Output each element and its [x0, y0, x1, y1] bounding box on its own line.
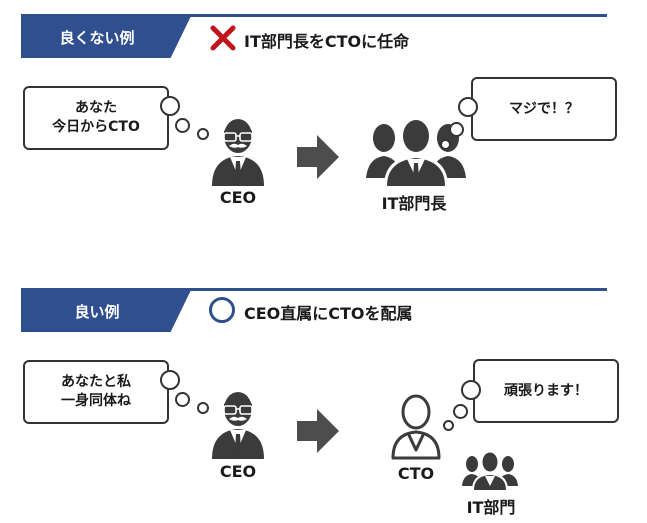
cross-icon	[210, 25, 236, 51]
thought-dot	[197, 128, 209, 140]
bubble-line: あなた	[75, 100, 117, 117]
circle-icon	[209, 297, 235, 323]
it-department-label: IT部門	[466, 498, 516, 517]
bubble-line: 頑張ります！	[504, 382, 588, 399]
good-reply-speech-bubble: 頑張ります！	[473, 359, 619, 423]
bad-section-rule	[21, 14, 607, 17]
thought-dot	[175, 392, 190, 407]
thought-dot	[440, 139, 451, 150]
ceo-figure-icon	[212, 119, 264, 186]
thought-dot	[461, 380, 481, 400]
cto-label: CTO	[397, 464, 435, 483]
thought-dot	[160, 96, 180, 116]
cto-figure-icon	[391, 394, 441, 460]
ceo-label: CEO	[219, 188, 257, 207]
it-department-group-icon	[462, 451, 518, 490]
thought-dot	[458, 97, 478, 117]
bad-section-label: 良くない例	[21, 16, 191, 58]
ceo-label: CEO	[219, 462, 257, 481]
thought-dot	[160, 370, 180, 390]
bad-heading: IT部門長をCTOに任命	[244, 32, 410, 51]
ceo-figure-icon	[212, 392, 264, 459]
bubble-line: あなたと私	[61, 374, 131, 391]
good-ceo-speech-bubble: あなたと私 一身同体ね	[23, 360, 169, 424]
bubble-line: 今日からCTO	[52, 119, 140, 135]
bad-ceo-speech-bubble: あなた 今日からCTO	[23, 86, 169, 150]
bubble-line: マジで！？	[509, 100, 579, 117]
bubble-line: 一身同体ね	[61, 393, 131, 409]
thought-dot	[197, 402, 209, 414]
arrow-right-icon	[297, 135, 339, 179]
thought-dot	[443, 420, 454, 431]
good-section-rule	[21, 288, 607, 291]
thought-dot	[453, 404, 468, 419]
good-heading: CEO直属にCTOを配属	[244, 304, 413, 323]
thought-dot	[449, 122, 464, 137]
thought-dot	[175, 118, 190, 133]
bad-reply-speech-bubble: マジで！？	[471, 77, 617, 141]
it-manager-group-icon	[366, 117, 466, 186]
it-manager-label: IT部門長	[381, 194, 447, 213]
arrow-right-icon	[297, 409, 339, 453]
good-section-label: 良い例	[21, 290, 191, 332]
